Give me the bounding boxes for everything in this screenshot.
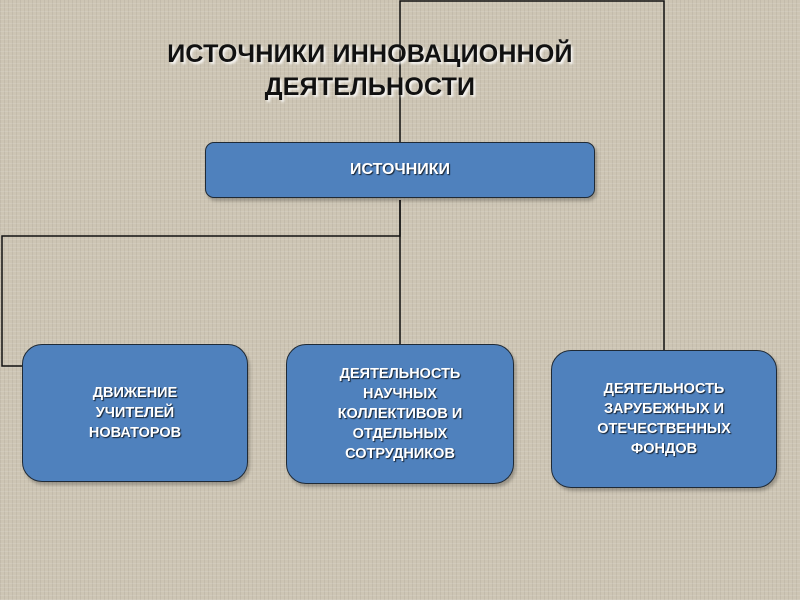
source-node-text-line: НОВАТОРОВ xyxy=(88,425,182,441)
source-node-text: ДВИЖЕНИЕ УЧИТЕЛЕЙ НОВАТОРОВ xyxy=(89,383,181,443)
slide-title: ИСТОЧНИКИ ИННОВАЦИОННОЙ ДЕЯТЕЛЬНОСТИ xyxy=(60,38,680,104)
source-node-text-line: ДЕЯТЕЛЬНОСТЬ xyxy=(603,381,725,397)
source-node-text-line: ОТДЕЛЬНЫХ xyxy=(352,426,448,442)
source-node-text: ДЕЯТЕЛЬНОСТЬ ЗАРУБЕЖНЫХ И ОТЕЧЕСТВЕННЫХ … xyxy=(597,379,731,459)
slide-title-line-1: ИСТОЧНИКИ ИННОВАЦИОННОЙ xyxy=(167,40,573,68)
source-node-text: ДЕЯТЕЛЬНОСТЬ НАУЧНЫХ КОЛЛЕКТИВОВ И ОТДЕЛ… xyxy=(338,364,463,464)
source-node-text-line: УЧИТЕЛЕЙ xyxy=(95,405,175,421)
source-node-text-line: ФОНДОВ xyxy=(630,441,698,457)
slide-title-line-2: ДЕЯТЕЛЬНОСТИ xyxy=(264,73,476,101)
source-node-text-line: ДВИЖЕНИЕ xyxy=(92,385,178,401)
source-node-text-line: ДЕЯТЕЛЬНОСТЬ xyxy=(339,366,461,382)
source-node-research-teams: ДЕЯТЕЛЬНОСТЬ НАУЧНЫХ КОЛЛЕКТИВОВ И ОТДЕЛ… xyxy=(286,344,514,484)
source-node-text-line: КОЛЛЕКТИВОВ И xyxy=(337,406,463,422)
root-node-label: ИСТОЧНИКИ xyxy=(349,161,451,178)
source-node-funds: ДЕЯТЕЛЬНОСТЬ ЗАРУБЕЖНЫХ И ОТЕЧЕСТВЕННЫХ … xyxy=(551,350,777,488)
connector-to-source-1 xyxy=(1,200,401,367)
connector-to-source-3 xyxy=(399,0,665,350)
source-node-teacher-innovators: ДВИЖЕНИЕ УЧИТЕЛЕЙ НОВАТОРОВ xyxy=(22,344,248,482)
source-node-text-line: НАУЧНЫХ xyxy=(363,386,437,402)
root-node-sources: ИСТОЧНИКИ xyxy=(205,142,595,198)
source-node-text-line: ОТЕЧЕСТВЕННЫХ xyxy=(597,421,731,437)
source-node-text-line: СОТРУДНИКОВ xyxy=(345,446,455,462)
source-node-text-line: ЗАРУБЕЖНЫХ И xyxy=(603,401,725,417)
